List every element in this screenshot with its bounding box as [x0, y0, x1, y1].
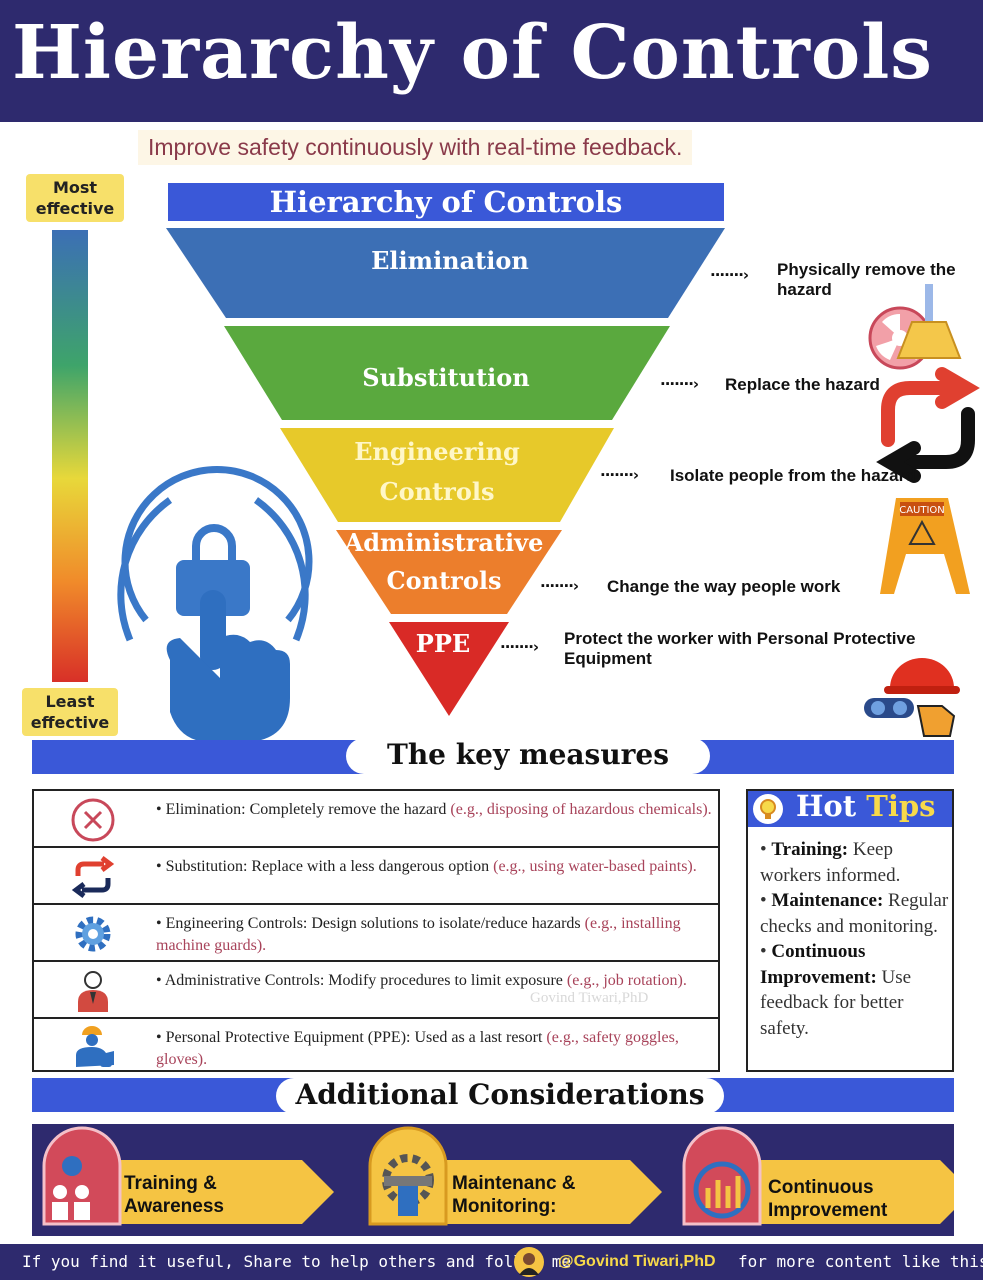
- swap-arrows-icon: [71, 856, 115, 898]
- team-training-icon: [42, 1126, 122, 1226]
- fan-mop-icon: [868, 284, 962, 370]
- arrow-connector: ·······›: [710, 266, 749, 284]
- arrow-connector: ·······›: [500, 638, 539, 656]
- pyramid-title: Hierarchy of Controls: [168, 183, 724, 221]
- hot-tips-header: Hot Tips: [748, 789, 952, 827]
- arrow-connector: ·······›: [660, 375, 699, 393]
- consideration-maintenance: Maintenanc &Monitoring:: [452, 1173, 576, 1217]
- wrench-gear-icon: [368, 1126, 448, 1226]
- hot-tips-panel: Hot Tips • Training: Keep workers inform…: [746, 789, 954, 1072]
- pointing-hand-icon: [166, 590, 290, 740]
- consideration-arrows: [42, 1126, 954, 1226]
- level-ppe-label: PPE: [415, 629, 471, 658]
- level-substitution-label: Substitution: [362, 363, 530, 392]
- key-measures-table: • Elimination: Completely remove the haz…: [32, 789, 720, 1072]
- table-row: • Substitution: Replace with a less dang…: [34, 848, 718, 905]
- least-effective-label: Least effective: [22, 688, 118, 736]
- measure-text: • Substitution: Replace with a less dang…: [156, 858, 697, 875]
- measure-text: • Personal Protective Equipment (PPE): U…: [156, 1029, 679, 1068]
- substitution-description: Replace the hazard: [725, 375, 880, 394]
- continuous-improvement-icon: [682, 1126, 762, 1226]
- ppe-gear-icon: [864, 658, 960, 737]
- footer-suffix: for more content like this: [738, 1252, 983, 1271]
- tip-item: • Training: Keep workers informed.: [760, 839, 901, 886]
- control-pyramid: CAUTION: [117, 228, 980, 740]
- subtitle: Improve safety continuously with real-ti…: [138, 130, 693, 165]
- table-row: • Elimination: Completely remove the haz…: [34, 791, 718, 848]
- author-avatar: [514, 1247, 544, 1277]
- level-elimination-shape: [166, 228, 725, 318]
- arrow-connector: ·······›: [600, 466, 639, 484]
- level-substitution-shape: [224, 326, 670, 420]
- footer-handle[interactable]: @Govind Tiwari,PhD: [558, 1253, 716, 1270]
- worker-icon: [78, 971, 108, 1012]
- tip-item: • Continuous Improvement: Use feedback f…: [760, 941, 912, 1039]
- level-engineering-label: Engineering Controls: [354, 437, 520, 506]
- table-row: • Engineering Controls: Design solutions…: [34, 905, 718, 962]
- key-measures-title: The key measures: [346, 738, 710, 774]
- arrow-connector: ·······›: [540, 577, 579, 595]
- swap-arrows-icon: [876, 367, 980, 483]
- header-banner: Hierarchy of Controls: [0, 0, 983, 122]
- consideration-training: Training &Awareness: [124, 1173, 224, 1217]
- caution-sign-icon: CAUTION: [880, 498, 970, 594]
- tip-item: • Maintenance: Regular checks and monito…: [760, 890, 949, 937]
- svg-text:CAUTION: CAUTION: [899, 505, 945, 516]
- lightbulb-icon: [753, 794, 783, 824]
- measure-text: • Elimination: Completely remove the haz…: [156, 801, 712, 818]
- level-administrative-shape: [336, 530, 562, 614]
- effectiveness-gradient-bar: [52, 230, 88, 682]
- footer-bar: If you find it useful, Share to help oth…: [0, 1244, 983, 1280]
- elimination-description: Physically remove the hazard: [777, 260, 956, 299]
- most-effective-label: Most effective: [26, 174, 124, 222]
- administrative-description: Change the way people work: [607, 577, 841, 596]
- footer-cta: If you find it useful, Share to help oth…: [22, 1252, 572, 1271]
- measure-text: • Administrative Controls: Modify proced…: [156, 972, 687, 989]
- additional-title: Additional Considerations: [276, 1078, 724, 1114]
- additional-considerations-panel: Training &Awareness Maintenanc &Monitori…: [32, 1124, 954, 1236]
- level-elimination-label: Elimination: [371, 246, 529, 275]
- measure-text: • Engineering Controls: Design solutions…: [156, 915, 681, 954]
- touch-lock-icon: [117, 466, 313, 642]
- level-ppe-shape: [389, 622, 509, 716]
- x-circle-icon: [71, 798, 115, 842]
- gear-icon: [75, 916, 111, 952]
- level-engineering-shape: [280, 428, 614, 522]
- padlock-icon: [176, 524, 250, 616]
- ppe-worker-icon: [76, 1026, 114, 1067]
- ppe-description: Protect the worker with Personal Protect…: [564, 629, 916, 668]
- watermark: Govind Tiwari,PhD: [530, 990, 649, 1006]
- hot-tips-list: • Training: Keep workers informed. • Mai…: [760, 837, 950, 1041]
- level-administrative-label: Administrative Controls: [344, 528, 544, 595]
- page-title: Hierarchy of Controls: [12, 10, 933, 96]
- table-row: • Personal Protective Equipment (PPE): U…: [34, 1019, 718, 1076]
- engineering-description: Isolate people from the hazard: [670, 466, 916, 485]
- table-row: • Administrative Controls: Modify proced…: [34, 962, 718, 1019]
